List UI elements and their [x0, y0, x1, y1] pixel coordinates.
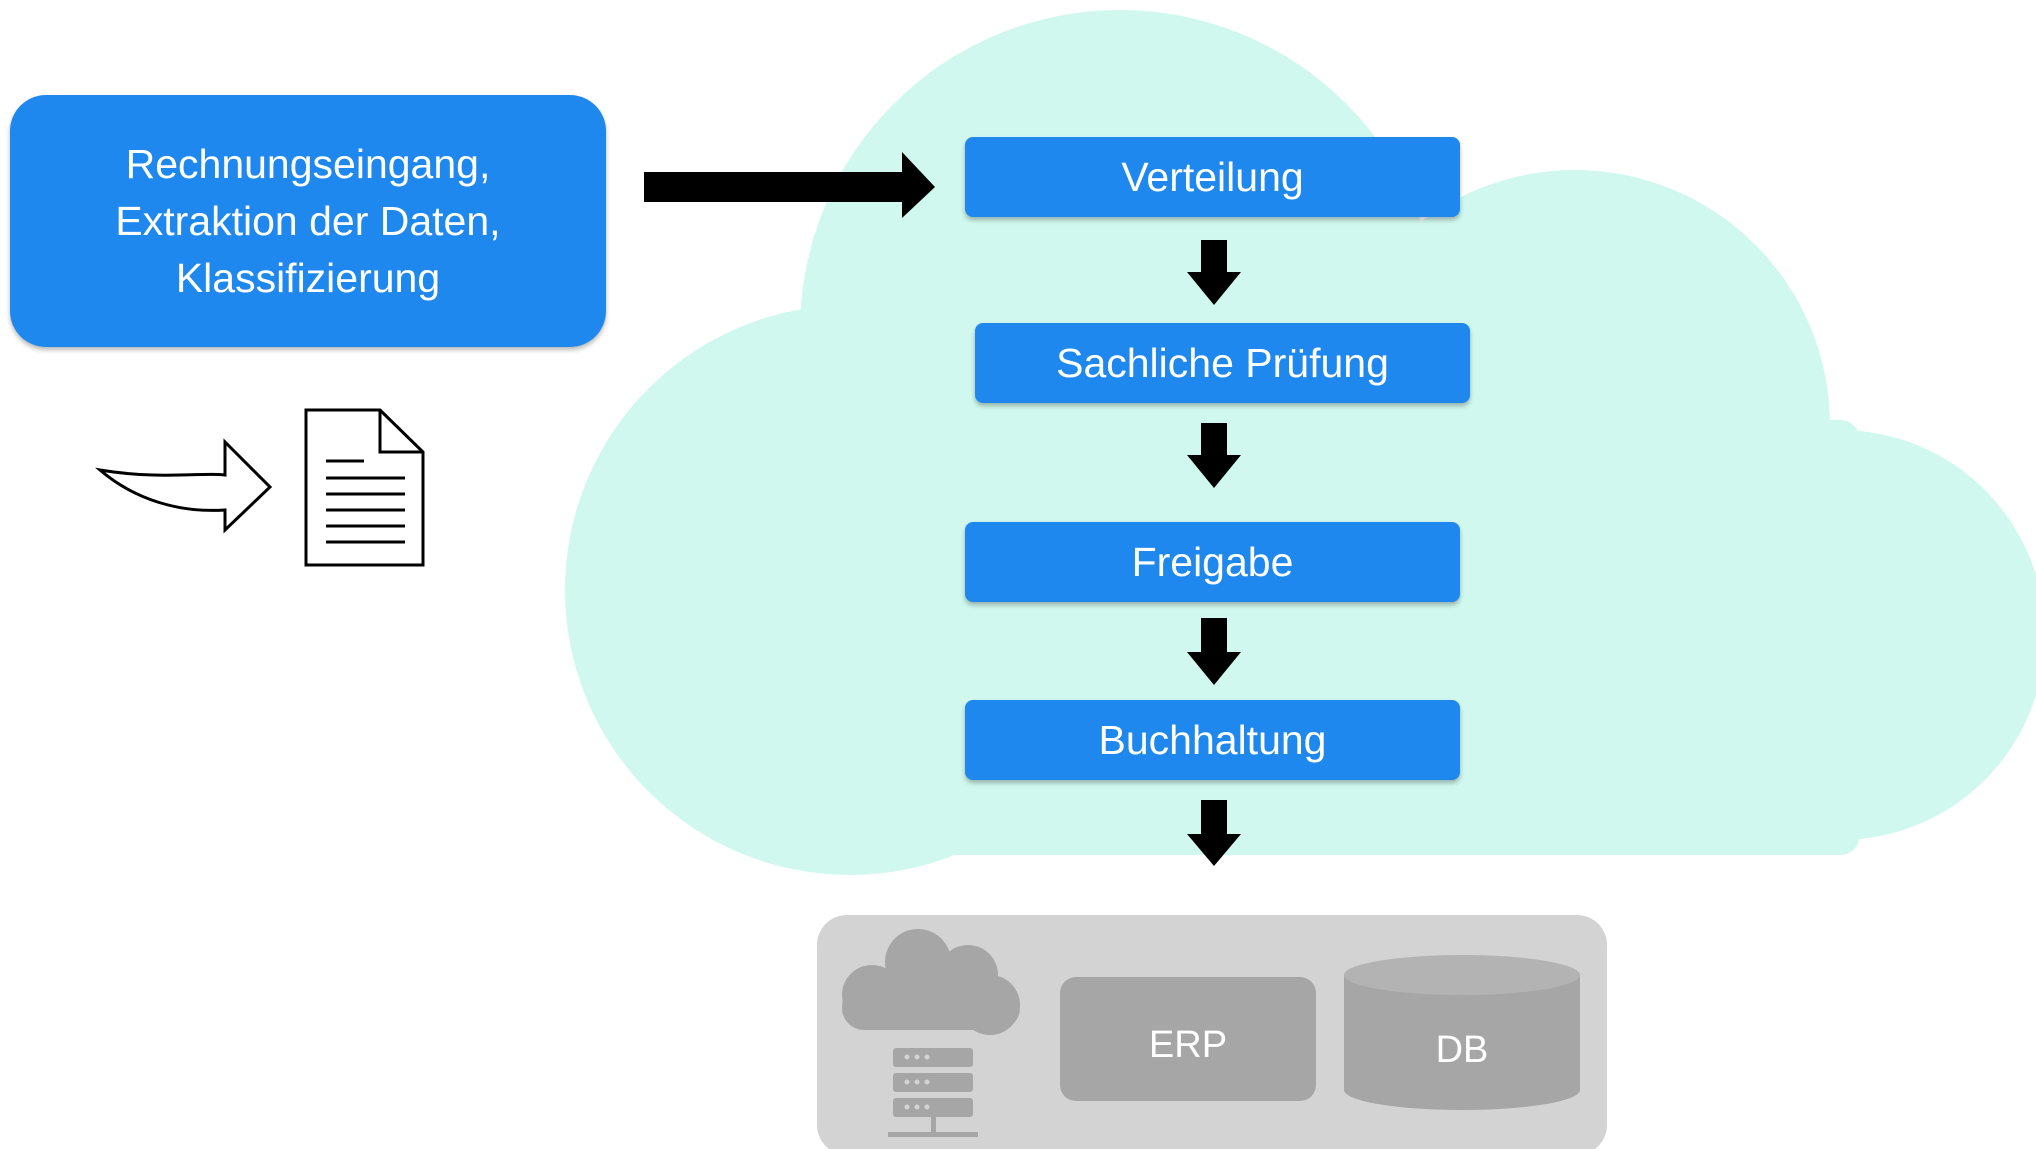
- step-label: Freigabe: [1131, 538, 1294, 585]
- db-label: DB: [1435, 1029, 1489, 1071]
- curved-arrow-icon: [94, 438, 273, 534]
- erp-label: ERP: [1148, 1024, 1228, 1066]
- erp-box: [1060, 977, 1316, 1101]
- arrow-intake-to-verteilung: [644, 152, 935, 218]
- cloud-server-icon: [842, 929, 1020, 1137]
- step-label: Sachliche Prüfung: [1056, 339, 1389, 386]
- step-buchhaltung: Buchhaltung: [965, 700, 1460, 780]
- step-label: Buchhaltung: [1098, 716, 1327, 763]
- arrow-down-3: [1187, 618, 1241, 685]
- arrow-down-4: [1187, 800, 1241, 866]
- db-cylinder: [1344, 955, 1580, 1110]
- arrow-down-1: [1187, 240, 1241, 305]
- intake-label: Rechnungseingang, Extraktion der Daten, …: [115, 140, 501, 301]
- step-label: Verteilung: [1121, 153, 1304, 200]
- step-freigabe: Freigabe: [965, 522, 1460, 602]
- intake-box: Rechnungseingang, Extraktion der Daten, …: [10, 95, 606, 347]
- document-icon: [304, 408, 425, 567]
- step-sachliche-pruefung: Sachliche Prüfung: [975, 323, 1470, 403]
- arrow-down-2: [1187, 423, 1241, 488]
- step-verteilung: Verteilung: [965, 137, 1460, 217]
